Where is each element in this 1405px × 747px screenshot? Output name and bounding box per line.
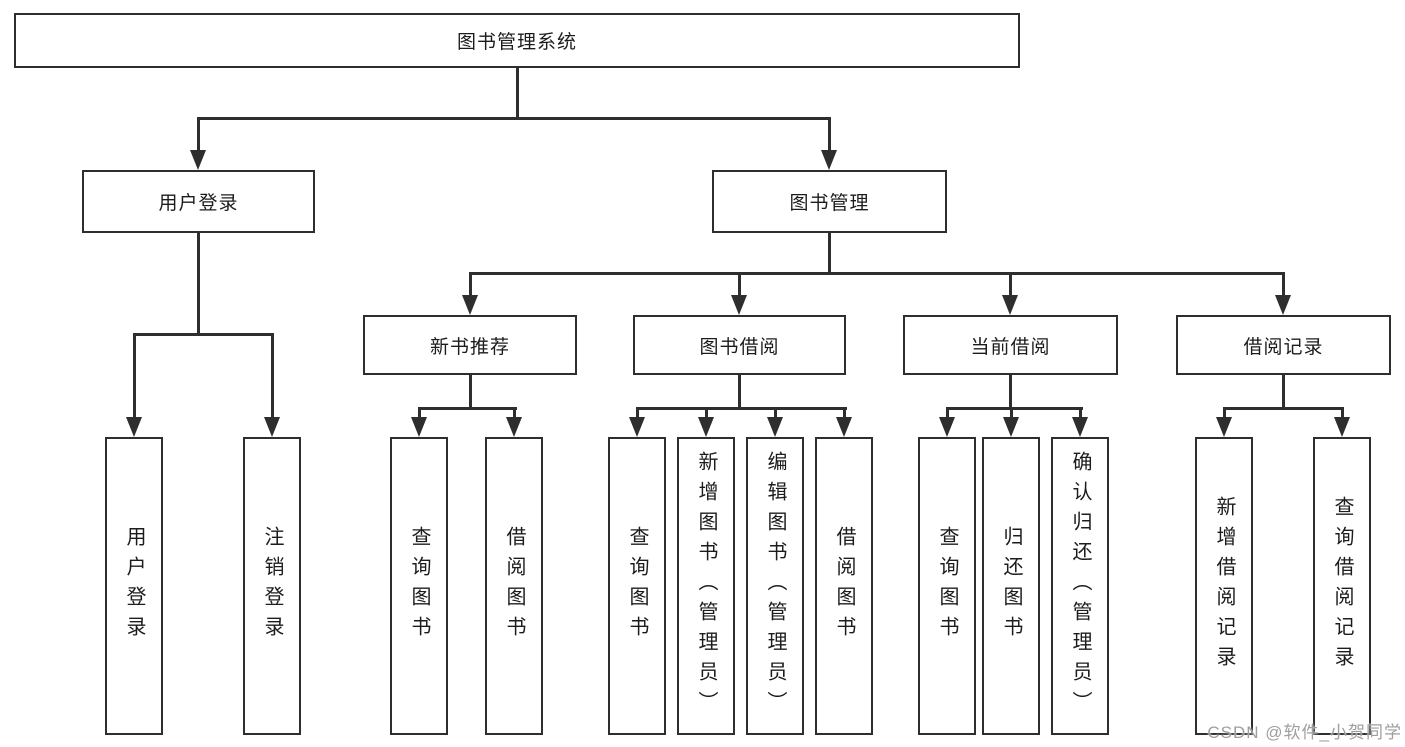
edge-current-stem	[1009, 375, 1012, 410]
arrow-down-icon	[731, 295, 747, 315]
edge-mgmt-rail	[469, 272, 1285, 275]
node-book-management: 图书管理	[712, 170, 947, 233]
arrow-down-icon	[1072, 417, 1088, 437]
arrow-down-icon	[698, 417, 714, 437]
edge-current-drop-2	[1010, 407, 1013, 421]
edge-login-drop-1	[133, 333, 136, 419]
edge-root-drop-right	[828, 117, 831, 152]
node-current-borrow: 当前借阅	[903, 315, 1118, 375]
node-leaf-borrow-books-2: 借阅图书	[815, 437, 873, 735]
edge-borrow-stem	[738, 375, 741, 410]
edge-current-rail	[946, 407, 1083, 410]
edge-records-drop-2	[1341, 407, 1344, 421]
edge-borrow-rail	[636, 407, 847, 410]
node-leaf-confirm-return-admin: 确认归还（管理员）	[1051, 437, 1109, 735]
edge-root-drop-left	[197, 117, 200, 152]
arrow-down-icon	[836, 417, 852, 437]
edge-current-drop-3	[1079, 407, 1082, 421]
edge-login-rail	[133, 333, 274, 336]
arrow-down-icon	[1216, 417, 1232, 437]
edge-borrow-drop-4	[843, 407, 846, 421]
arrow-down-icon	[411, 417, 427, 437]
node-root: 图书管理系统	[14, 13, 1020, 68]
edge-login-stem	[197, 233, 200, 335]
edge-mgmt-drop-3	[1009, 272, 1012, 297]
node-new-book-recommend: 新书推荐	[363, 315, 577, 375]
edge-borrow-drop-2	[705, 407, 708, 421]
node-leaf-query-borrow-record: 查询借阅记录	[1313, 437, 1371, 735]
arrow-down-icon	[190, 150, 206, 170]
edge-login-drop-2	[271, 333, 274, 419]
arrow-down-icon	[462, 295, 478, 315]
edge-recommend-drop-2	[513, 407, 516, 421]
node-leaf-borrow-books-1: 借阅图书	[485, 437, 543, 735]
arrow-down-icon	[939, 417, 955, 437]
node-leaf-logout: 注销登录	[243, 437, 301, 735]
node-borrow-records: 借阅记录	[1176, 315, 1391, 375]
node-user-login: 用户登录	[82, 170, 315, 233]
node-leaf-return-book: 归还图书	[982, 437, 1040, 735]
arrow-down-icon	[1334, 417, 1350, 437]
node-leaf-add-borrow-record: 新增借阅记录	[1195, 437, 1253, 735]
arrow-down-icon	[1275, 295, 1291, 315]
edge-recommend-stem	[469, 375, 472, 410]
arrow-down-icon	[506, 417, 522, 437]
edge-recommend-drop-1	[418, 407, 421, 421]
arrow-down-icon	[1002, 295, 1018, 315]
edge-root-rail	[197, 117, 831, 120]
node-leaf-query-books-2: 查询图书	[608, 437, 666, 735]
edge-root-stem	[516, 68, 519, 118]
arrow-down-icon	[767, 417, 783, 437]
node-leaf-edit-book-admin: 编辑图书（管理员）	[746, 437, 804, 735]
arrow-down-icon	[629, 417, 645, 437]
edge-borrow-drop-1	[636, 407, 639, 421]
edge-records-drop-1	[1223, 407, 1226, 421]
arrow-down-icon	[821, 150, 837, 170]
arrow-down-icon	[126, 417, 142, 437]
csdn-watermark: CSDN @软件_小贺同学	[1207, 723, 1402, 742]
arrow-down-icon	[264, 417, 280, 437]
edge-current-drop-1	[946, 407, 949, 421]
edge-records-rail	[1223, 407, 1344, 410]
node-leaf-add-book-admin: 新增图书（管理员）	[677, 437, 735, 735]
edge-records-stem	[1282, 375, 1285, 410]
node-book-borrow: 图书借阅	[633, 315, 846, 375]
edge-mgmt-drop-4	[1282, 272, 1285, 297]
node-leaf-query-books-1: 查询图书	[390, 437, 448, 735]
node-leaf-user-login: 用户登录	[105, 437, 163, 735]
edge-recommend-rail	[418, 407, 517, 410]
edge-mgmt-drop-2	[738, 272, 741, 297]
node-leaf-query-books-3: 查询图书	[918, 437, 976, 735]
edge-mgmt-drop-1	[469, 272, 472, 297]
edge-mgmt-stem	[828, 233, 831, 275]
arrow-down-icon	[1003, 417, 1019, 437]
edge-borrow-drop-3	[774, 407, 777, 421]
